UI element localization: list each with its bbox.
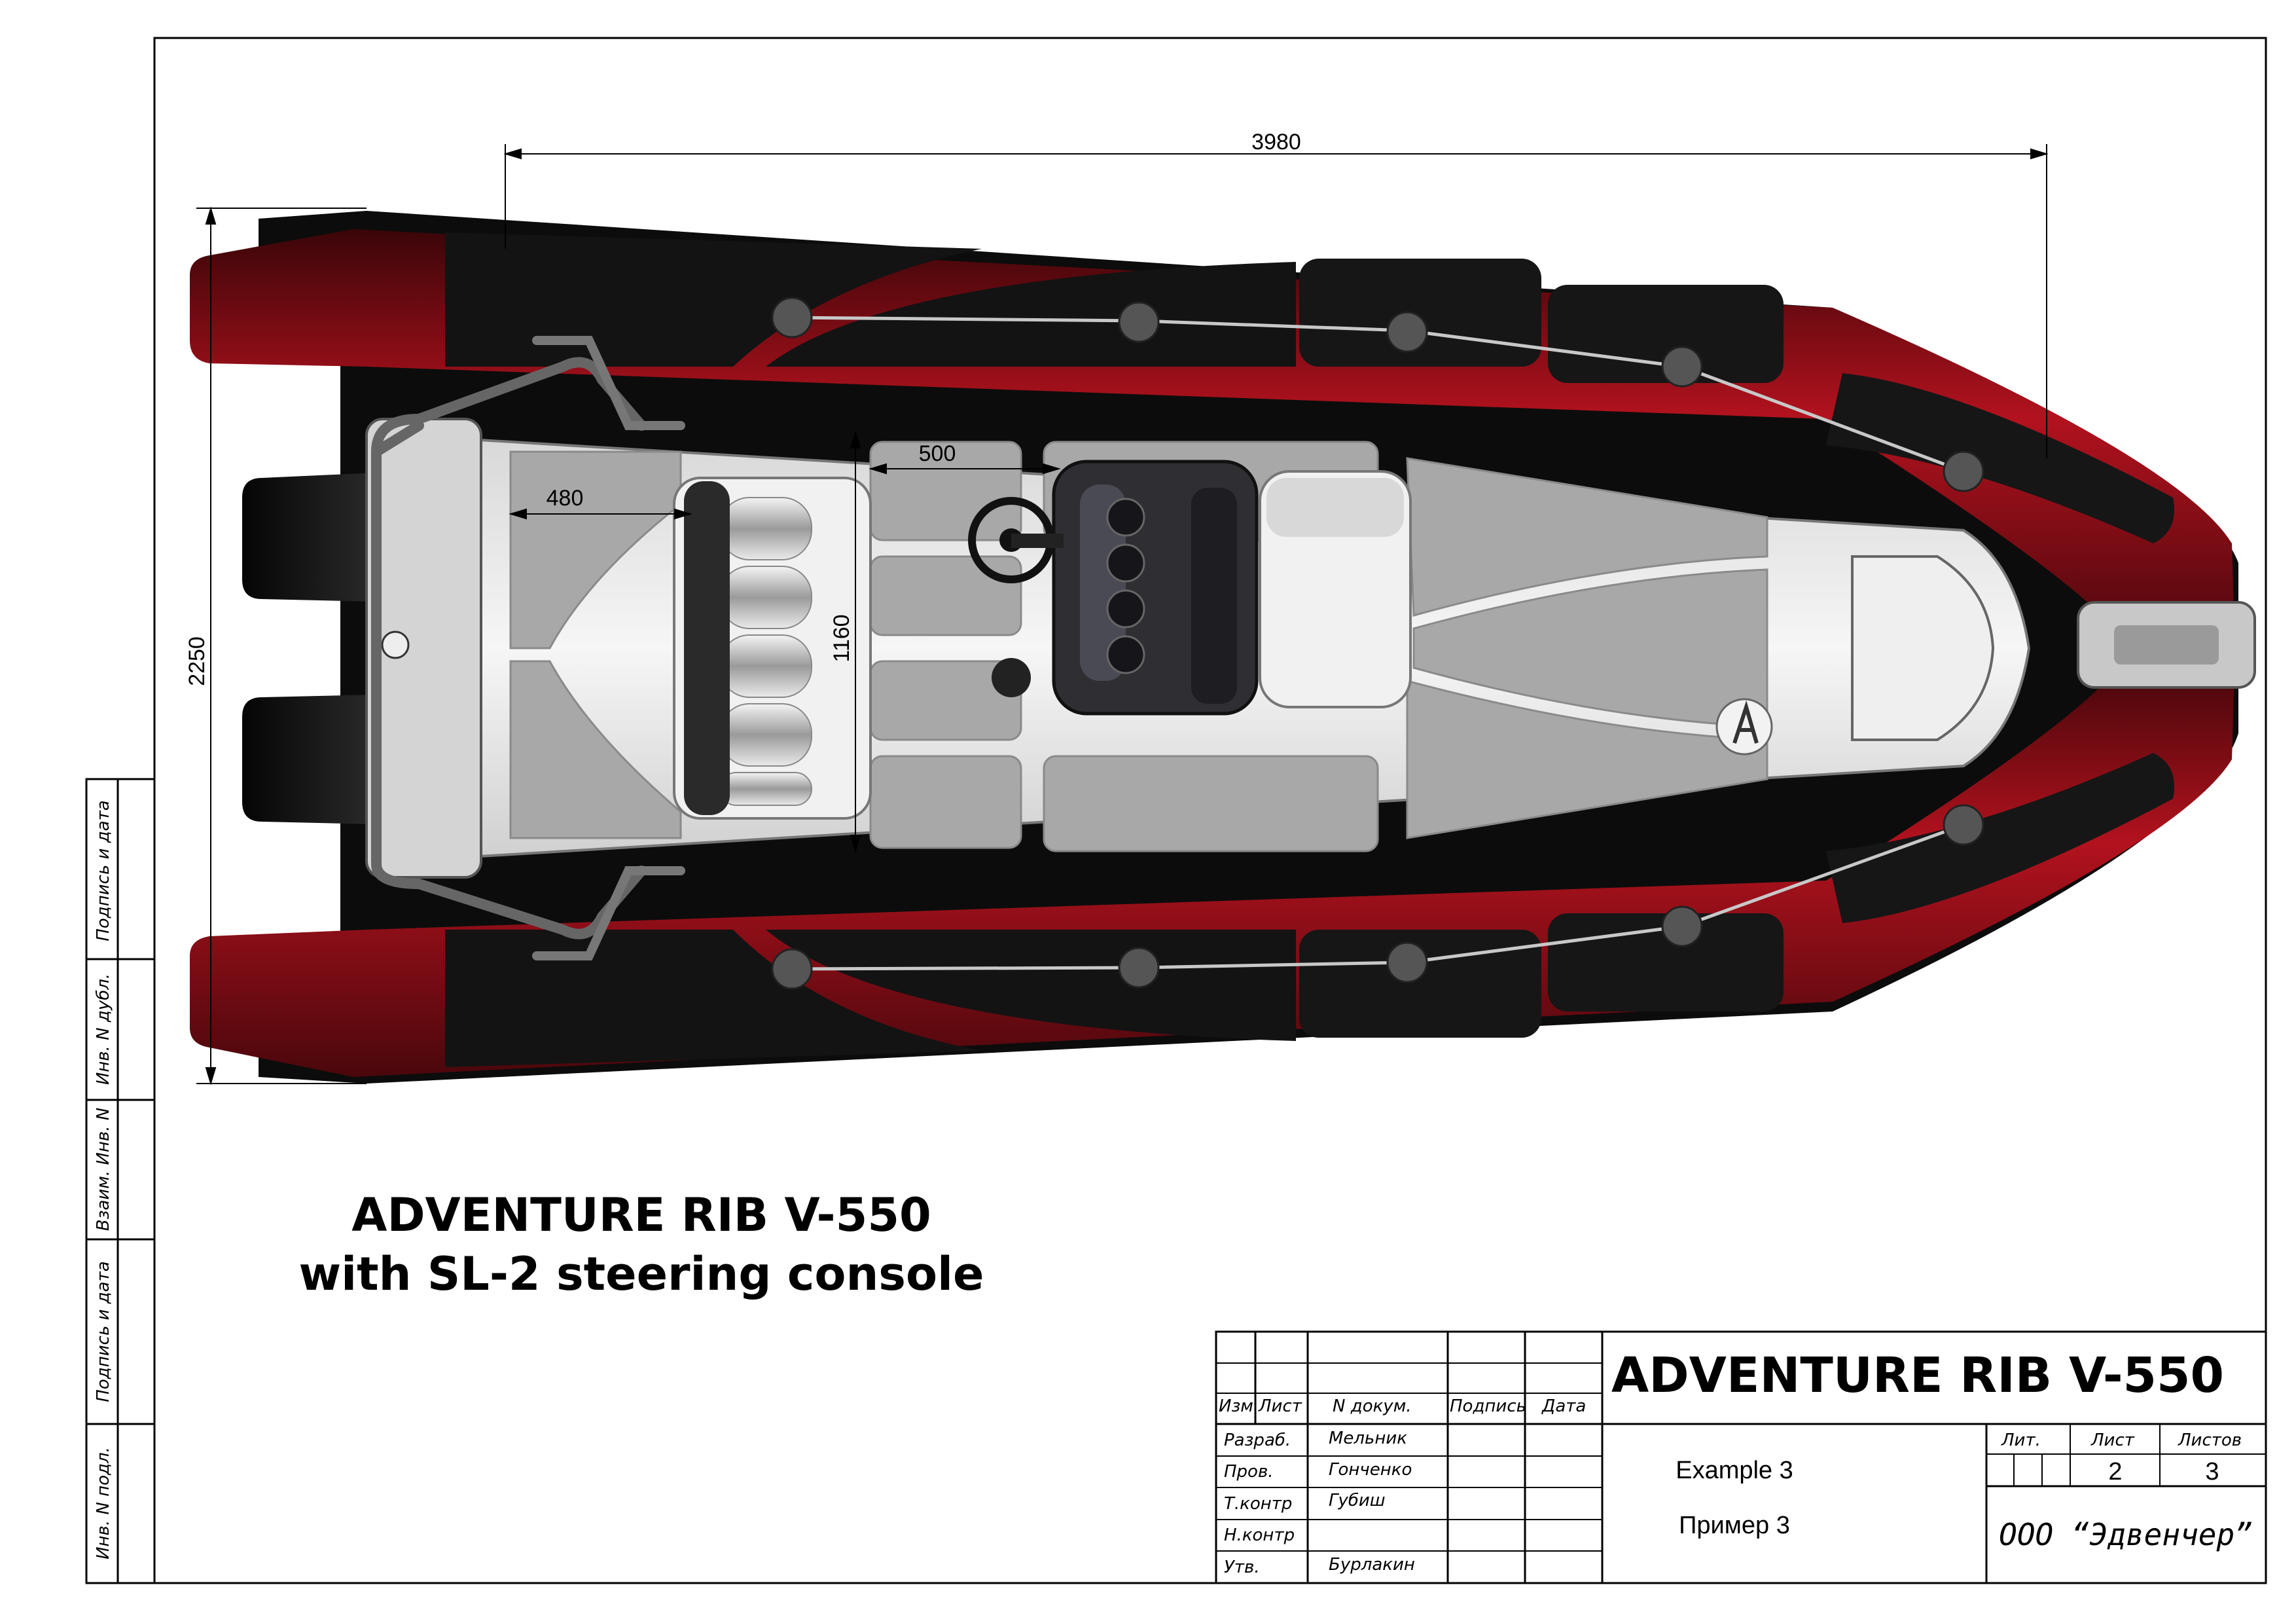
tb-header-sign: Подпись [1450, 1396, 1526, 1416]
tb-name-0: Мельник [1329, 1429, 1407, 1448]
boat-top-view [190, 211, 2256, 1084]
title-block: Изм Лист N докум. Подпись Дата Разраб. М… [1215, 1330, 2267, 1584]
tb-name-2: Губиш [1329, 1491, 1386, 1510]
tb-role-0: Разраб. [1224, 1431, 1291, 1450]
tb-role-1: Пров. [1224, 1462, 1274, 1482]
dim-cockpit-width: 1160 [829, 614, 854, 662]
side-stamp-signature-2: Подпись и дата [94, 1261, 113, 1402]
tb-sheet-label: Лист [2090, 1431, 2135, 1450]
bow-hatch [1851, 555, 1995, 741]
brand-logo [1715, 698, 1773, 756]
tb-role-3: Н.контр [1224, 1525, 1295, 1545]
tb-name-4: Бурлакин [1329, 1555, 1415, 1575]
tb-header-rev: Изм [1219, 1396, 1253, 1416]
throttle [992, 658, 1031, 697]
tb-description-en: Example 3 [1676, 1457, 1793, 1484]
tb-sheet-number: 2 [2108, 1458, 2122, 1486]
bench-cushions [719, 497, 812, 806]
tb-name-1: Гонченко [1329, 1460, 1412, 1480]
tb-lit-label: Лит. [2001, 1431, 2041, 1450]
deck-pads [509, 441, 1768, 852]
tb-role-4: Утв. [1224, 1558, 1260, 1577]
side-stamp-orig-inv: Инв. N подл. [94, 1447, 113, 1559]
tb-header-doc: N докум. [1333, 1396, 1412, 1416]
side-stamp-mutual-inv: Взаим. Инв. N [94, 1108, 113, 1231]
side-stamp-dup-inv: Инв. N дубл. [94, 974, 113, 1085]
dim-overall-width: 2250 [185, 636, 209, 686]
tb-header-date: Дата [1541, 1396, 1586, 1416]
drawing-subtitle: with SL-2 steering console [298, 1247, 984, 1301]
tb-company: ООО “Эдвенчер” [1999, 1517, 2253, 1552]
console-gauges [1106, 498, 1145, 674]
dim-console-gap: 500 [919, 441, 956, 466]
dim-seat-depth: 480 [547, 486, 584, 511]
dim-overall-length: 3980 [1251, 130, 1301, 155]
tb-sheets-label: Листов [2178, 1431, 2242, 1450]
side-stamp-signature-1: Подпись и дата [94, 800, 113, 941]
tb-role-2: Т.контр [1224, 1494, 1292, 1514]
tb-sheets-total: 3 [2205, 1458, 2219, 1486]
grab-line-anchors [771, 297, 1984, 990]
side-stamp: Подпись и дата Инв. N дубл. Взаим. Инв. … [85, 778, 156, 1584]
ski-arch [371, 357, 647, 939]
tb-description-ru: Пример 3 [1679, 1512, 1790, 1539]
tb-product-title: ADVENTURE RIB V-550 [1611, 1347, 2224, 1404]
dimensions: 3980 2250 480 500 1160 [185, 130, 2049, 1085]
tb-header-sheet: Лист [1258, 1396, 1302, 1416]
port-tube-graphic [445, 232, 1296, 367]
starboard-tube-graphic [445, 930, 1296, 1067]
drawing-title: ADVENTURE RIB V-550 [351, 1188, 931, 1242]
